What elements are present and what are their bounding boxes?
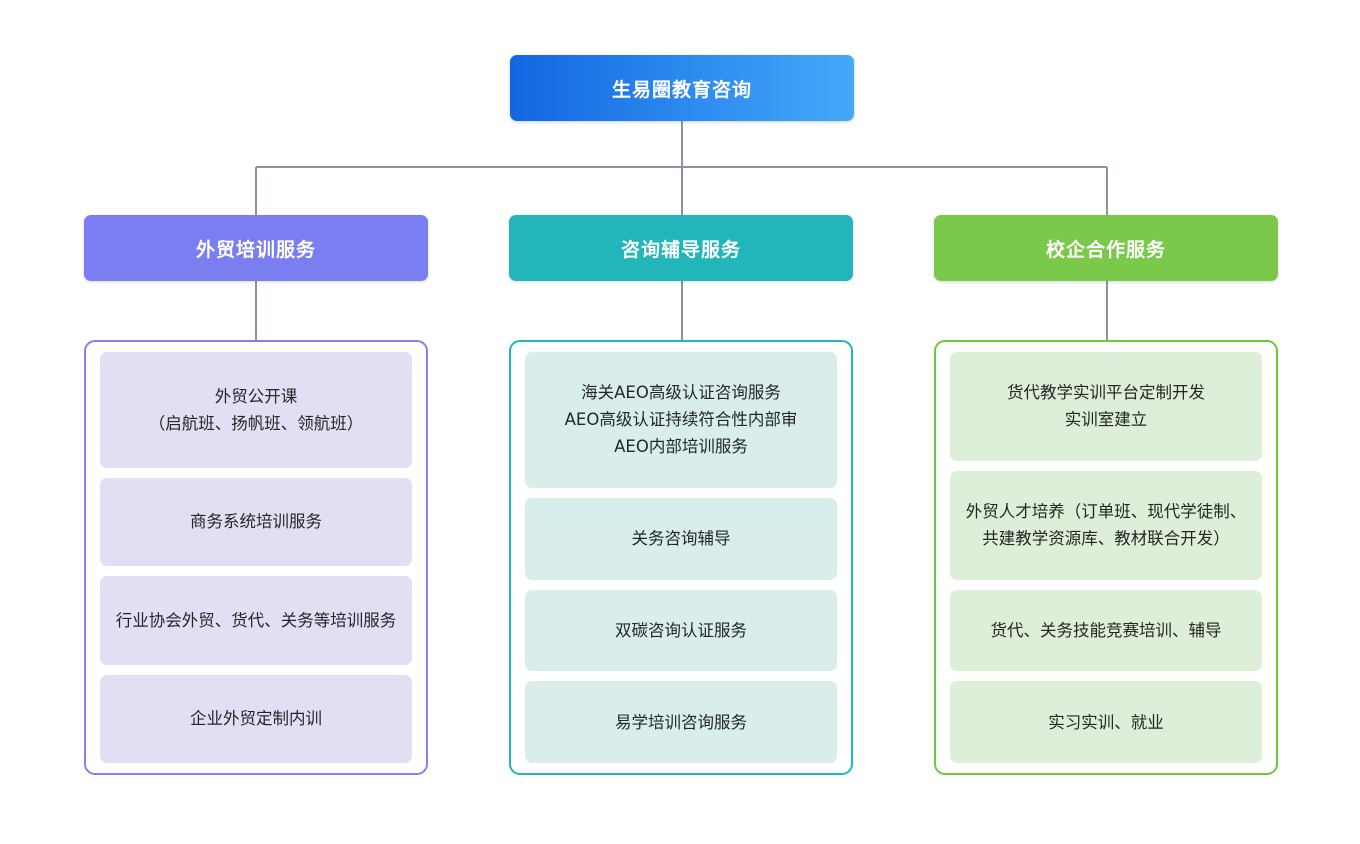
branch-header-label: 校企合作服务 <box>1045 238 1166 261</box>
branch-consulting-coaching: 咨询辅导服务 海关AEO高级认证咨询服务 AEO高级认证持续符合性内部审 AEO… <box>509 215 853 775</box>
leaf-item[interactable]: 关务咨询辅导 <box>525 497 837 580</box>
branch-school-enterprise-cooperation: 校企合作服务 货代教学实训平台定制开发 实训室建立 外贸人才培养（订单班、现代学… <box>934 215 1278 775</box>
leaf-item[interactable]: 外贸人才培养（订单班、现代学徒制、共建教学资源库、教材联合开发） <box>950 470 1262 580</box>
leaf-item[interactable]: 外贸公开课 （启航班、扬帆班、领航班） <box>100 352 412 468</box>
leaf-item[interactable]: 行业协会外贸、货代、关务等培训服务 <box>100 576 412 665</box>
branch-panel-consulting-coaching: 海关AEO高级认证咨询服务 AEO高级认证持续符合性内部审 AEO内部培训服务 … <box>509 340 853 775</box>
leaf-item[interactable]: 货代、关务技能竞赛培训、辅导 <box>950 589 1262 672</box>
leaf-item[interactable]: 实习实训、就业 <box>950 681 1262 763</box>
root-node-label: 生易圈教育咨询 <box>611 78 752 101</box>
branch-header-foreign-trade-training[interactable]: 外贸培训服务 <box>84 215 428 281</box>
leaf-item[interactable]: 货代教学实训平台定制开发 实训室建立 <box>950 352 1262 461</box>
leaf-item[interactable]: 商务系统培训服务 <box>100 477 412 566</box>
branch-panel-foreign-trade-training: 外贸公开课 （启航班、扬帆班、领航班） 商务系统培训服务 行业协会外贸、货代、关… <box>84 340 428 775</box>
branch-header-label: 外贸培训服务 <box>195 238 316 261</box>
leaf-item[interactable]: 企业外贸定制内训 <box>100 674 412 763</box>
leaf-item[interactable]: 双碳咨询认证服务 <box>525 589 837 672</box>
leaf-item[interactable]: 易学培训咨询服务 <box>525 681 837 763</box>
root-node[interactable]: 生易圈教育咨询 <box>510 55 854 121</box>
branch-header-consulting-coaching[interactable]: 咨询辅导服务 <box>509 215 853 281</box>
leaf-item[interactable]: 海关AEO高级认证咨询服务 AEO高级认证持续符合性内部审 AEO内部培训服务 <box>525 352 837 488</box>
branch-panel-school-enterprise-cooperation: 货代教学实训平台定制开发 实训室建立 外贸人才培养（订单班、现代学徒制、共建教学… <box>934 340 1278 775</box>
branch-header-school-enterprise-cooperation[interactable]: 校企合作服务 <box>934 215 1278 281</box>
branch-foreign-trade-training: 外贸培训服务 外贸公开课 （启航班、扬帆班、领航班） 商务系统培训服务 行业协会… <box>84 215 428 775</box>
branch-header-label: 咨询辅导服务 <box>620 238 741 261</box>
